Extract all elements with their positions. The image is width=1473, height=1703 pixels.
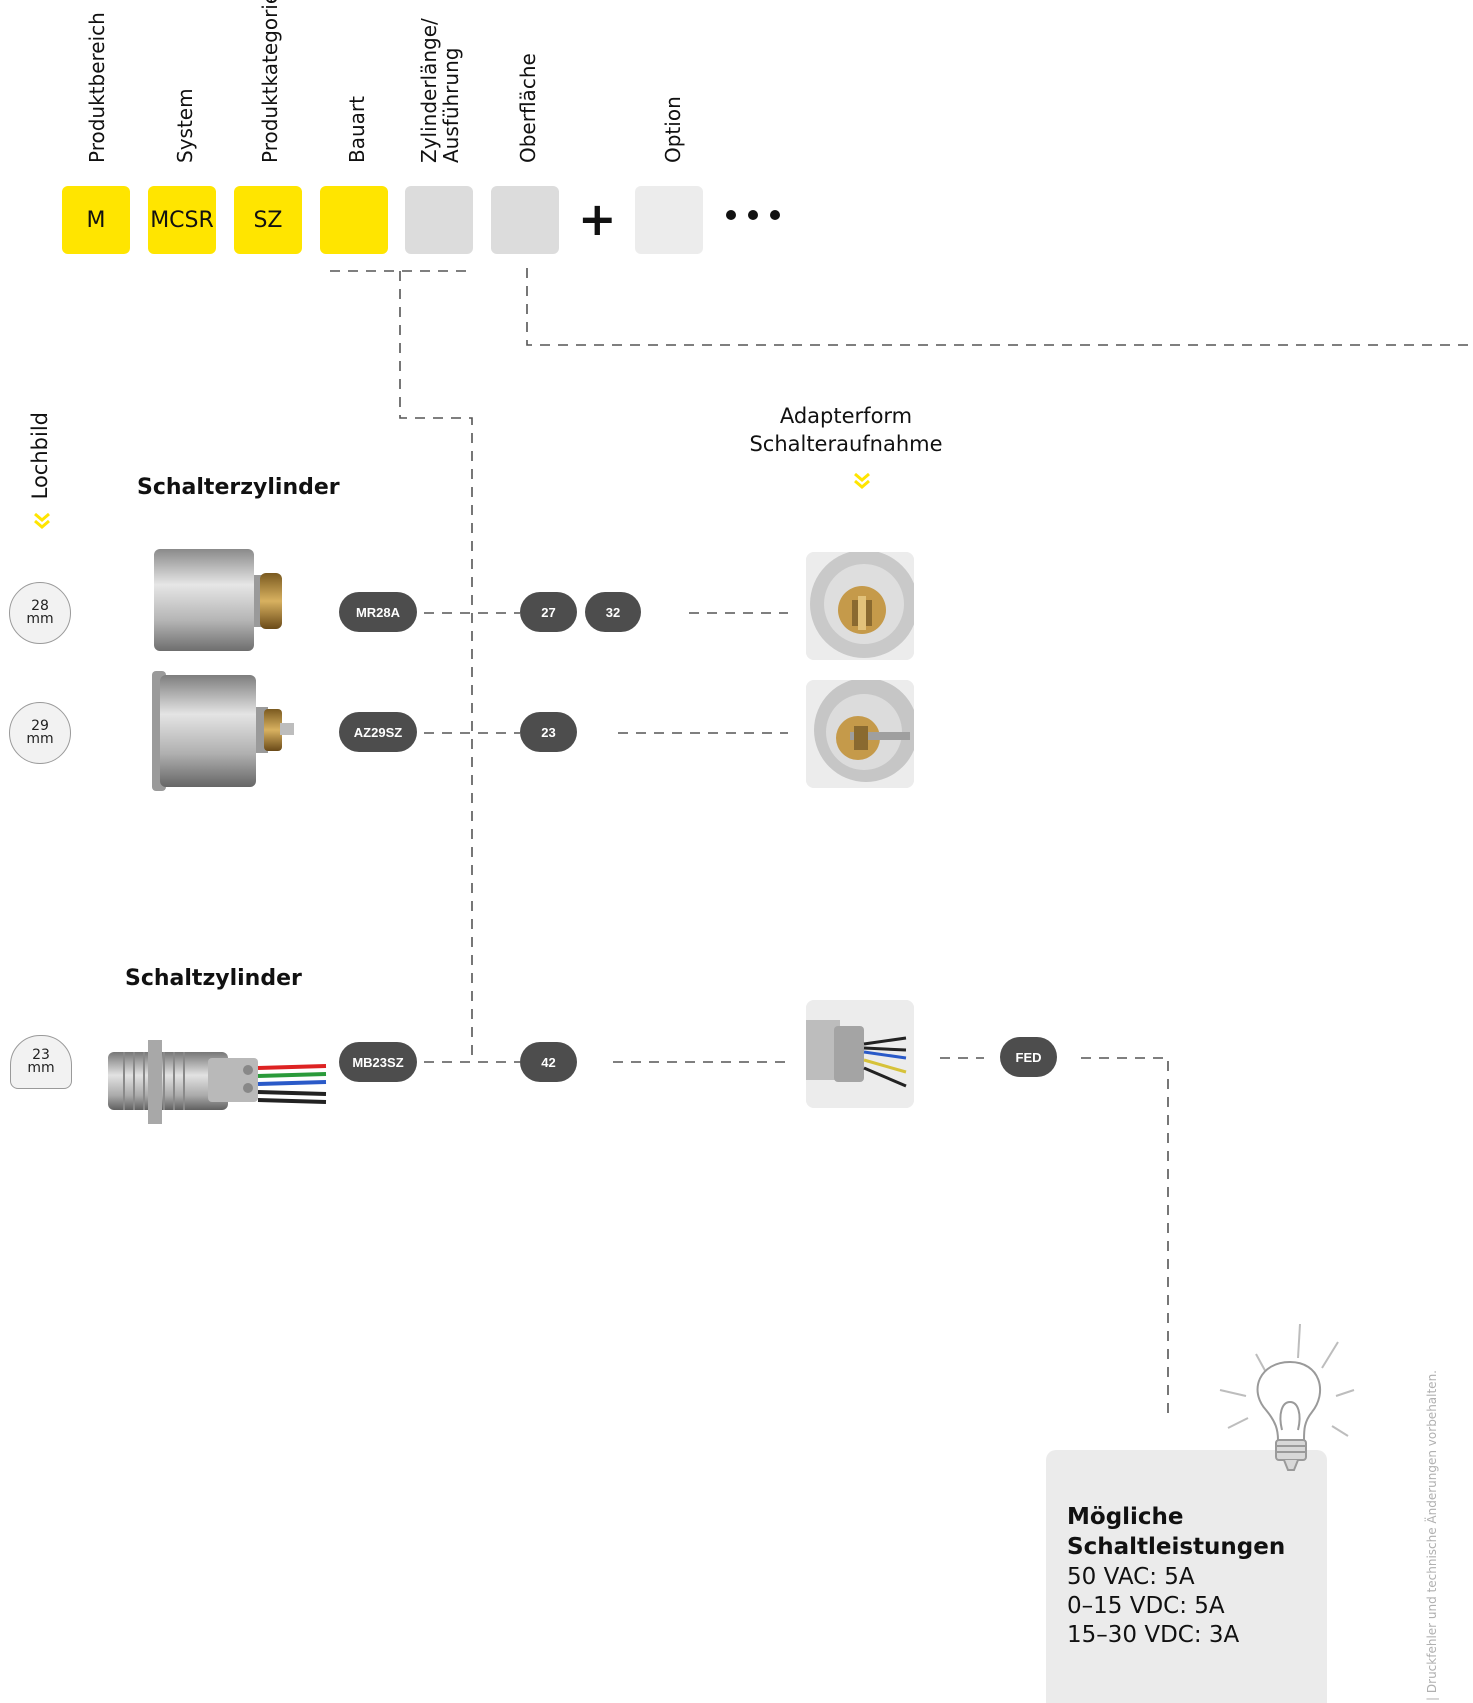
length-pill: 27 (520, 592, 577, 632)
hole-size-unit: mm (27, 1060, 55, 1076)
option-pill: FED (1000, 1037, 1057, 1077)
adapter-label-line2: Schalteraufnahme (749, 432, 943, 456)
hole-size-value: 29 (31, 718, 49, 734)
lochbild-label: Lochbild (28, 412, 52, 500)
type-pill: MR28A (339, 592, 417, 632)
code-box-system: MCSR (148, 186, 216, 254)
hole-size-value: 23 (32, 1047, 50, 1063)
ellipsis-icon (726, 210, 780, 220)
adapter-label-line1: Adapterform (779, 404, 913, 428)
adapter-thumbnail (806, 552, 914, 660)
info-box (1046, 1450, 1327, 1703)
code-box-zylinderlaenge (405, 186, 473, 254)
code-box-produktbereich: M (62, 186, 130, 254)
adapter-label: Adapterform Schalteraufnahme (736, 402, 956, 458)
chevron-double-down-icon (34, 512, 50, 529)
info-title: Mögliche Schaltleistungen (1067, 1504, 1286, 1560)
cylinder-product-image (152, 671, 294, 791)
section-heading-schaltzylinder: Schaltzylinder (125, 966, 302, 991)
hole-size-circle: 29 mm (9, 702, 71, 764)
adapter-thumbnail (806, 680, 914, 788)
hole-size-value: 28 (31, 598, 49, 614)
code-box-bauart (320, 186, 388, 254)
length-pill: 42 (520, 1042, 577, 1082)
section-heading-schalterzylinder: Schalterzylinder (137, 475, 340, 500)
side-note: | Druckfehler und technische Änderungen … (1425, 1370, 1439, 1701)
chevron-double-down-icon (854, 472, 870, 489)
info-line: 15–30 VDC: 3A (1067, 1622, 1240, 1648)
adapter-thumbnail (806, 1000, 914, 1108)
lightbulb-icon (1219, 1323, 1355, 1471)
type-pill: AZ29SZ (339, 712, 417, 752)
length-pill: 23 (520, 712, 577, 752)
hole-size-unit: mm (26, 731, 54, 747)
hole-size-circle: 23 mm (10, 1035, 72, 1089)
plus-icon: + (578, 192, 617, 246)
hole-size-circle: 28 mm (9, 582, 71, 644)
cylinder-product-image (154, 549, 282, 651)
type-pill: MB23SZ (339, 1042, 417, 1082)
code-box-produktkategorie: SZ (234, 186, 302, 254)
hole-size-unit: mm (26, 611, 54, 627)
code-box-oberflaeche (491, 186, 559, 254)
info-line: 50 VAC: 5A (1067, 1564, 1195, 1590)
info-line: 0–15 VDC: 5A (1067, 1593, 1225, 1619)
code-box-option (635, 186, 703, 254)
length-pill: 32 (585, 592, 641, 632)
cylinder-product-image (108, 1040, 327, 1124)
